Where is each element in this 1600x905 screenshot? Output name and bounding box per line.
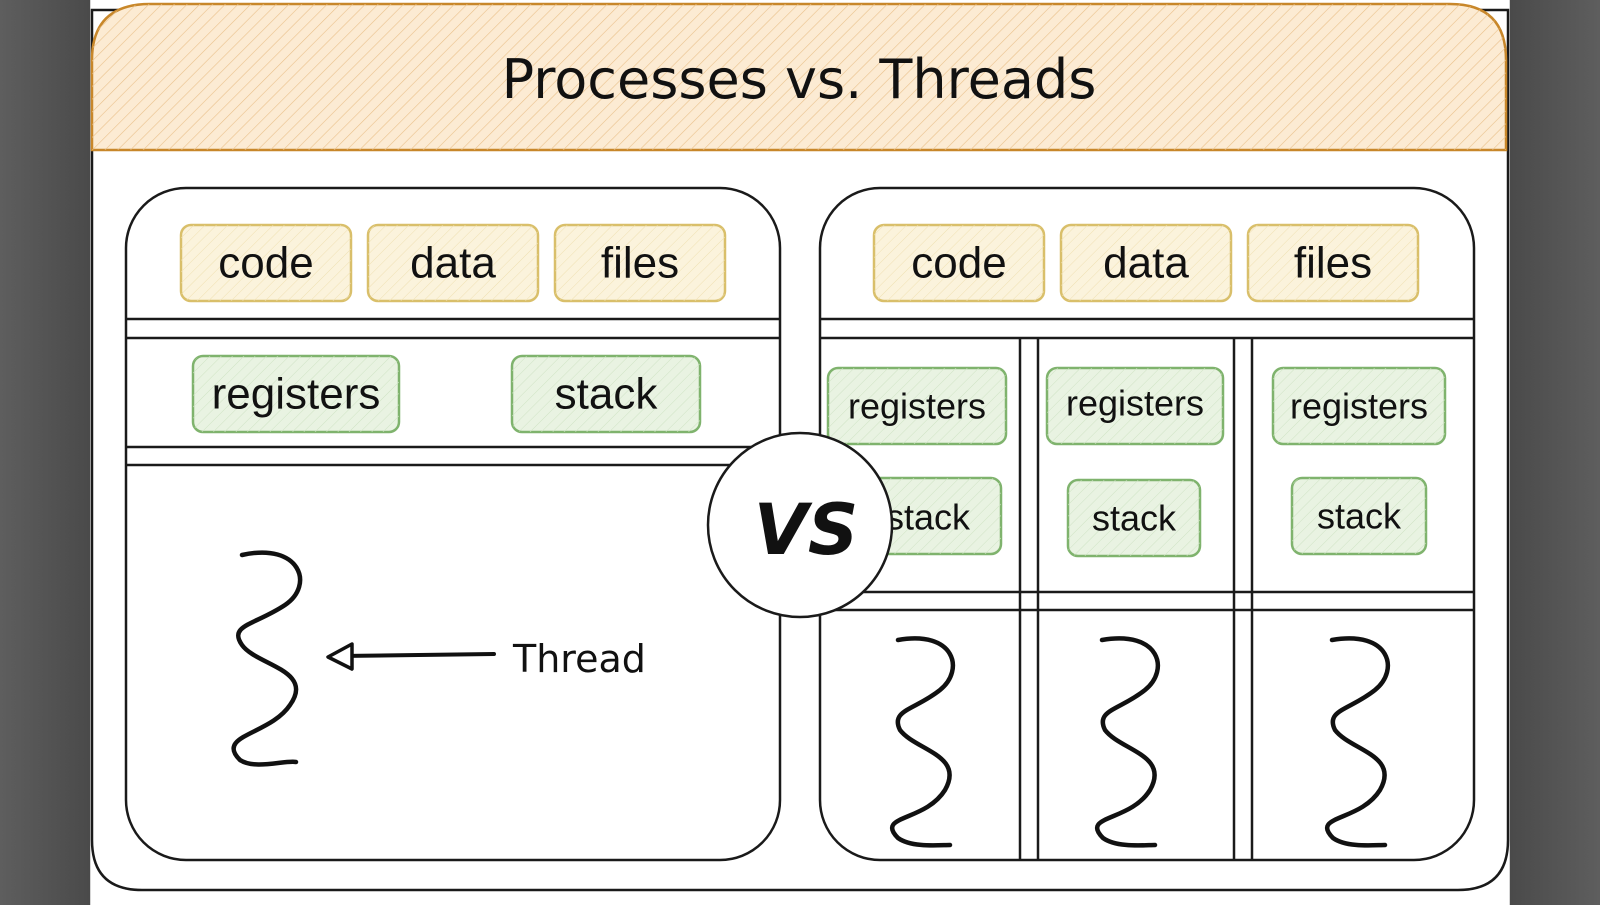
shared-code-label: code bbox=[218, 239, 313, 288]
shared-code-box: code bbox=[179, 223, 353, 303]
stack-label: stack bbox=[555, 370, 659, 419]
thread-1-registers-label: registers bbox=[848, 386, 986, 427]
vs-label: VS bbox=[754, 489, 859, 571]
mt-shared-files-label: files bbox=[1294, 239, 1372, 288]
thread-3-column: registers stack bbox=[1271, 366, 1447, 848]
mt-shared-files-box: files bbox=[1246, 223, 1420, 303]
thread-3-registers-label: registers bbox=[1290, 386, 1428, 427]
thread-2-registers-label: registers bbox=[1066, 383, 1204, 424]
title-banner: Processes vs. Threads bbox=[90, 2, 1508, 152]
multi-threaded-process: code data files registers stack register… bbox=[818, 186, 1476, 862]
thread-1-stack-label: stack bbox=[886, 497, 971, 538]
registers-label: registers bbox=[212, 370, 381, 419]
shared-data-box: data bbox=[366, 223, 540, 303]
thread-label: Thread bbox=[512, 637, 646, 681]
vs-badge: VS bbox=[706, 431, 894, 619]
page-title: Processes vs. Threads bbox=[502, 48, 1097, 111]
thread-arrow-head-icon bbox=[326, 642, 354, 671]
thread-squiggle-icon bbox=[231, 550, 303, 767]
thread-arrow-line bbox=[338, 652, 496, 658]
registers-box: registers bbox=[191, 354, 401, 434]
thread-3-stack-label: stack bbox=[1317, 496, 1402, 537]
single-threaded-process: code data files registers stack Thread bbox=[124, 186, 782, 862]
mt-shared-code-box: code bbox=[872, 223, 1046, 303]
thread-2-column: registers stack bbox=[1045, 366, 1225, 848]
mt-shared-code-label: code bbox=[911, 239, 1006, 288]
shared-files-label: files bbox=[601, 239, 679, 288]
thread-2-squiggle-icon bbox=[1094, 636, 1161, 848]
thread-1-squiggle-icon bbox=[889, 636, 956, 848]
stack-box: stack bbox=[510, 354, 702, 434]
thread-1-column: registers stack bbox=[826, 366, 1008, 848]
shared-data-label: data bbox=[410, 239, 496, 288]
mt-shared-data-label: data bbox=[1103, 239, 1189, 288]
thread-2-stack-label: stack bbox=[1092, 498, 1177, 539]
mt-shared-data-box: data bbox=[1059, 223, 1233, 303]
shared-files-box: files bbox=[553, 223, 727, 303]
thread-3-squiggle-icon bbox=[1324, 636, 1391, 848]
